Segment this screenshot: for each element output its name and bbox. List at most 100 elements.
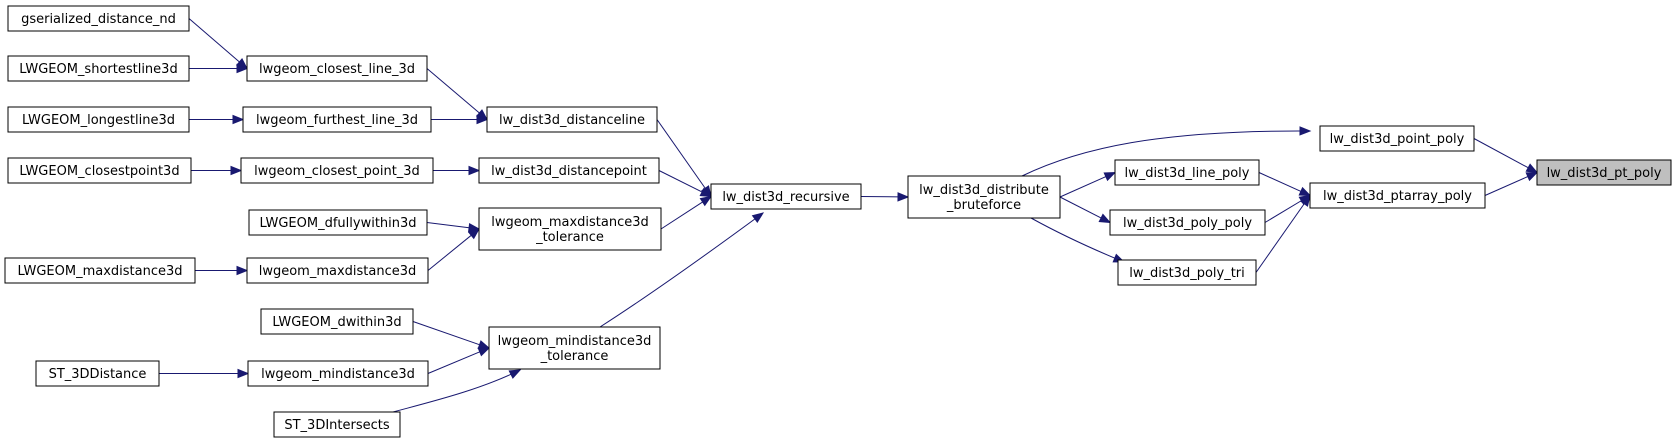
arrowhead [897,192,910,202]
node-lwgeom-closest-point-3d[interactable]: lwgeom_closest_point_3d [240,157,434,184]
arrowhead [477,347,491,357]
node-label: LWGEOM_dwithin3d [272,315,401,330]
arrowhead [230,165,243,176]
node-box [907,175,1061,219]
edge-st-3ddistance-to-lwgeom-mindistance3d [159,368,250,379]
node-lwgeom-furthest-line-3d[interactable]: lwgeom_furthest_line_3d [242,106,432,133]
edge-lw-dist3d-point-poly-to-lw-dist3d-pt-poly [1473,138,1539,174]
node-label: LWGEOM_dfullywithin3d [259,216,416,231]
node-label: lw_dist3d_point_poly [1330,132,1465,147]
node-label: lw_dist3d_distribute [919,183,1049,198]
node-label: ST_3DIntersects [284,418,390,433]
arrowhead [1525,171,1539,182]
node-lw-dist3d-poly-poly[interactable]: lw_dist3d_poly_poly [1109,209,1266,236]
edge-lwgeom-maxdistance3d-to-lwgeom-maxdistance3d [195,265,249,276]
node-lw-dist3d-line-poly[interactable]: lw_dist3d_line_poly [1114,159,1260,186]
node-lwgeom-mindistance3d-tolerance[interactable]: lwgeom_mindistance3d_tolerance [488,326,661,370]
edge-lw-dist3d-distribute-bruteforce-to-lw-dist3d-poly-poly [1059,196,1112,224]
edge-lw-dist3d-distancepoint-to-lw-dist3d-recursive [658,170,713,198]
node-lwgeom-mindistance3d[interactable]: lwgeom_mindistance3d [247,360,429,387]
node-box [273,411,401,438]
node-lwgeom-shortestline3d[interactable]: LWGEOM_shortestline3d [7,55,190,82]
node-label: lw_dist3d_recursive [722,190,849,205]
node-label: lwgeom_closest_point_3d [254,164,420,179]
node-label: LWGEOM_maxdistance3d [17,264,182,279]
arrowhead [1300,194,1311,207]
node-label: _tolerance [535,230,604,245]
edge-lw-dist3d-distribute-bruteforce-to-lw-dist3d-point-poly [1021,126,1312,177]
arrowhead [236,265,249,276]
node-lwgeom-closest-line-3d[interactable]: lwgeom_closest_line_3d [246,55,428,82]
node-lwgeom-dwithin3d[interactable]: LWGEOM_dwithin3d [260,308,414,335]
edge-lw-dist3d-line-poly-to-lw-dist3d-ptarray-poly [1258,172,1312,197]
node-lwgeom-maxdistance3d[interactable]: LWGEOM_maxdistance3d [4,257,196,284]
node-lw-dist3d-point-poly[interactable]: lw_dist3d_point_poly [1319,125,1475,152]
node-label: lw_dist3d_ptarray_poly [1323,189,1472,204]
node-label: _bruteforce [946,198,1021,213]
arrowhead [1098,213,1112,224]
node-gserialized-distance-nd[interactable]: gserialized_distance_nd [7,5,190,32]
node-label: lw_dist3d_line_poly [1125,166,1250,181]
node-label: LWGEOM_longestline3d [22,113,175,128]
node-st-3ddistance[interactable]: ST_3DDistance [35,360,160,387]
arrowhead [468,165,481,176]
node-lwgeom-longestline3d[interactable]: LWGEOM_longestline3d [7,106,190,133]
node-box [1114,159,1260,186]
edge-lw-dist3d-poly-tri-to-lw-dist3d-ptarray-poly [1255,194,1311,273]
node-box [246,55,428,82]
node-label: lw_dist3d_poly_tri [1129,266,1245,281]
node-box [35,360,160,387]
arrowhead [1299,126,1312,136]
node-box [1309,182,1486,209]
edge-lwgeom-dwithin3d-to-lwgeom-mindistance3d-tolerance [412,321,491,350]
node-lwgeom-maxdistance3d[interactable]: lwgeom_maxdistance3d [246,257,429,284]
node-lwgeom-dfullywithin3d[interactable]: LWGEOM_dfullywithin3d [248,209,428,236]
arrowhead [467,228,481,240]
node-label: lwgeom_mindistance3d [498,334,652,349]
node-box [242,106,432,133]
node-lwgeom-closestpoint3d[interactable]: LWGEOM_closestpoint3d [7,157,192,184]
node-box [247,360,429,387]
edge-lwgeom-dfullywithin3d-to-lwgeom-maxdistance3d-tolerance [426,222,481,233]
node-box [1109,209,1266,236]
arrowhead [508,369,522,379]
node-label: lwgeom_closest_line_3d [259,62,415,77]
arrowhead [751,212,765,224]
edge-lwgeom-closestpoint3d-to-lwgeom-closest-point-3d [191,165,243,176]
node-lw-dist3d-ptarray-poly[interactable]: lw_dist3d_ptarray_poly [1309,182,1486,209]
edge-lw-dist3d-distribute-bruteforce-to-lw-dist3d-line-poly [1059,171,1117,198]
edge-lwgeom-maxdistance3d-tolerance-to-lw-dist3d-recursive [660,195,713,230]
node-box [246,257,429,284]
node-label: lw_dist3d_poly_poly [1123,216,1252,231]
arrowhead [1298,186,1312,197]
node-lw-dist3d-pt-poly: lw_dist3d_pt_poly [1536,159,1672,186]
node-lw-dist3d-distribute-bruteforce[interactable]: lw_dist3d_distribute_bruteforce [907,175,1061,219]
node-box [7,157,192,184]
edge-lwgeom-maxdistance3d-to-lwgeom-maxdistance3d-tolerance [427,228,481,271]
edge-lw-dist3d-distanceline-to-lw-dist3d-recursive [656,119,712,198]
node-lw-dist3d-recursive[interactable]: lw_dist3d_recursive [710,183,862,210]
node-st-3dintersects[interactable]: ST_3DIntersects [273,411,401,438]
node-label: gserialized_distance_nd [21,12,176,27]
arrowhead [1525,163,1539,174]
node-label: _tolerance [540,349,609,364]
node-lw-dist3d-distanceline[interactable]: lw_dist3d_distanceline [486,106,658,133]
node-lw-dist3d-distancepoint[interactable]: lw_dist3d_distancepoint [478,157,660,184]
node-lw-dist3d-poly-tri[interactable]: lw_dist3d_poly_tri [1117,259,1257,286]
edge-lw-dist3d-recursive-to-lw-dist3d-distribute-bruteforce [860,192,910,202]
arrowhead [476,114,489,125]
node-box [240,157,434,184]
arrowhead [699,195,713,207]
edge-lwgeom-mindistance3d-tolerance-to-lw-dist3d-recursive [599,212,765,328]
node-label: lwgeom_maxdistance3d [491,215,649,230]
node-box [7,5,190,32]
node-box [488,326,661,370]
node-box [1117,259,1257,286]
node-box [260,308,414,335]
nodes-layer: lw_dist3d_pt_poly lw_dist3d_point_poly lw_… [4,5,1672,438]
arrowhead [699,187,713,198]
node-lwgeom-maxdistance3d-tolerance[interactable]: lwgeom_maxdistance3d_tolerance [478,207,662,251]
edge-lwgeom-furthest-line-3d-to-lw-dist3d-distanceline [431,114,489,125]
node-label: lw_dist3d_pt_poly [1547,166,1662,181]
